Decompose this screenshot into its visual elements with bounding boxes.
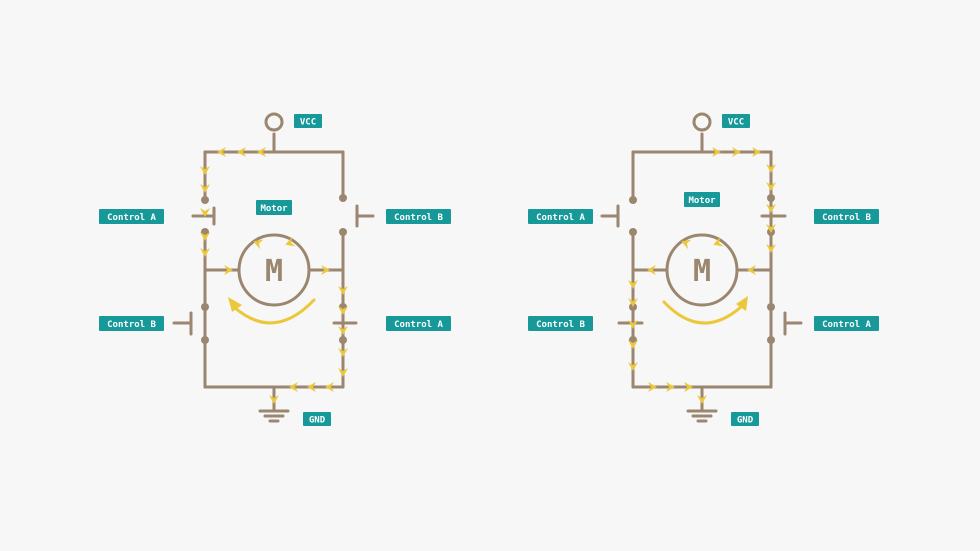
label-control-bottom-right: Control A (814, 316, 879, 331)
current-flow-arrow-icon (200, 166, 210, 175)
label-vcc: VCC (294, 114, 322, 128)
svg-text:VCC: VCC (300, 118, 316, 128)
current-flow-arrow-icon (285, 236, 296, 247)
vcc-terminal-icon (264, 112, 284, 132)
current-flow-arrow-icon (200, 232, 210, 241)
current-flow-arrow-icon (628, 340, 638, 349)
current-flow-arrow-icon (666, 382, 675, 392)
switch-top-left (191, 196, 216, 236)
svg-text:Motor: Motor (260, 204, 288, 214)
current-flow-arrow-icon (200, 184, 210, 193)
current-flow-arrow-icon (237, 147, 246, 157)
current-flow-arrow-icon (628, 298, 638, 307)
switch-bottom-left (172, 303, 209, 344)
current-flow-arrow-icon (269, 395, 279, 404)
label-motor: Motor (684, 192, 720, 207)
label-control-top-left: Control A (528, 209, 593, 224)
current-flow-arrow-icon (200, 248, 210, 257)
current-flow-arrow-icon (338, 306, 348, 315)
svg-text:Control A: Control A (107, 213, 156, 223)
current-flow-arrow-icon (257, 147, 266, 157)
current-flow-arrow-icon (200, 208, 210, 217)
current-flow-arrow-icon (224, 265, 233, 275)
motor-letter: M (265, 254, 283, 289)
current-flow-arrow-icon (681, 239, 692, 250)
motor-letter: M (693, 254, 711, 289)
current-flow-arrow-icon (648, 382, 657, 392)
current-flow-arrow-icon (253, 239, 264, 250)
current-flow-arrow-icon (289, 382, 298, 392)
current-flow-arrow-icon (747, 265, 756, 275)
svg-text:Control A: Control A (394, 320, 443, 330)
label-gnd: GND (731, 412, 759, 426)
h-bridge-left: M (99, 112, 451, 426)
switch-top-right (760, 194, 787, 236)
current-flow-arrow-icon (307, 382, 316, 392)
current-flow-arrow-icon (628, 362, 638, 371)
svg-text:Control B: Control B (536, 320, 585, 330)
current-flow-arrow-icon (752, 147, 761, 157)
svg-text:Control A: Control A (536, 213, 585, 223)
label-control-bottom-left: Control B (528, 316, 593, 331)
current-flow-arrow-icon (628, 280, 638, 289)
current-flow-arrows (628, 147, 776, 404)
current-flow-arrow-icon (732, 147, 741, 157)
motor-symbol-icon: M (665, 233, 739, 307)
current-flow-arrow-icon (766, 204, 776, 213)
label-vcc: VCC (722, 114, 750, 128)
label-motor: Motor (256, 200, 292, 215)
svg-text:Control B: Control B (394, 213, 443, 223)
current-flow-arrow-icon (713, 236, 724, 247)
svg-text:Control A: Control A (822, 320, 871, 330)
svg-text:VCC: VCC (728, 118, 744, 128)
label-control-bottom-left: Control B (99, 316, 164, 331)
h-bridge-right: M (528, 112, 879, 426)
ground-symbol-icon (686, 409, 718, 423)
ground-symbol-icon (258, 409, 290, 423)
switch-top-right (339, 194, 375, 236)
svg-text:Control B: Control B (822, 213, 871, 223)
label-control-top-right: Control B (386, 209, 451, 224)
wires (203, 132, 345, 413)
current-flow-arrow-icon (697, 395, 707, 404)
switch-top-left (600, 196, 637, 236)
current-flow-arrow-icon (217, 147, 226, 157)
motor-symbol-icon: M (237, 233, 311, 307)
svg-text:Control B: Control B (107, 320, 156, 330)
current-flow-arrow-icon (766, 182, 776, 191)
current-flow-arrow-icon (766, 244, 776, 253)
current-flow-arrow-icon (321, 265, 330, 275)
svg-text:GND: GND (309, 416, 326, 426)
current-flow-arrow-icon (338, 286, 348, 295)
current-flow-arrow-icon (766, 224, 776, 233)
switch-bottom-right (767, 303, 803, 344)
label-control-bottom-right: Control A (386, 316, 451, 331)
current-flow-arrow-icon (338, 368, 348, 377)
label-gnd: GND (303, 412, 331, 426)
current-flow-arrow-icon (325, 382, 334, 392)
current-flow-arrow-icon (712, 147, 721, 157)
svg-text:GND: GND (737, 416, 754, 426)
label-control-top-left: Control A (99, 209, 164, 224)
rotation-arrow-icon (228, 297, 316, 325)
current-flow-arrow-icon (338, 326, 348, 335)
label-control-top-right: Control B (814, 209, 879, 224)
current-flow-arrow-icon (766, 164, 776, 173)
current-flow-arrows (200, 147, 348, 404)
rotation-arrow-icon (662, 296, 748, 325)
current-flow-arrow-icon (684, 382, 693, 392)
current-flow-arrow-icon (647, 265, 656, 275)
svg-text:Motor: Motor (688, 196, 716, 206)
current-flow-arrow-icon (338, 348, 348, 357)
vcc-terminal-icon (692, 112, 712, 132)
current-flow-arrow-icon (628, 320, 638, 329)
